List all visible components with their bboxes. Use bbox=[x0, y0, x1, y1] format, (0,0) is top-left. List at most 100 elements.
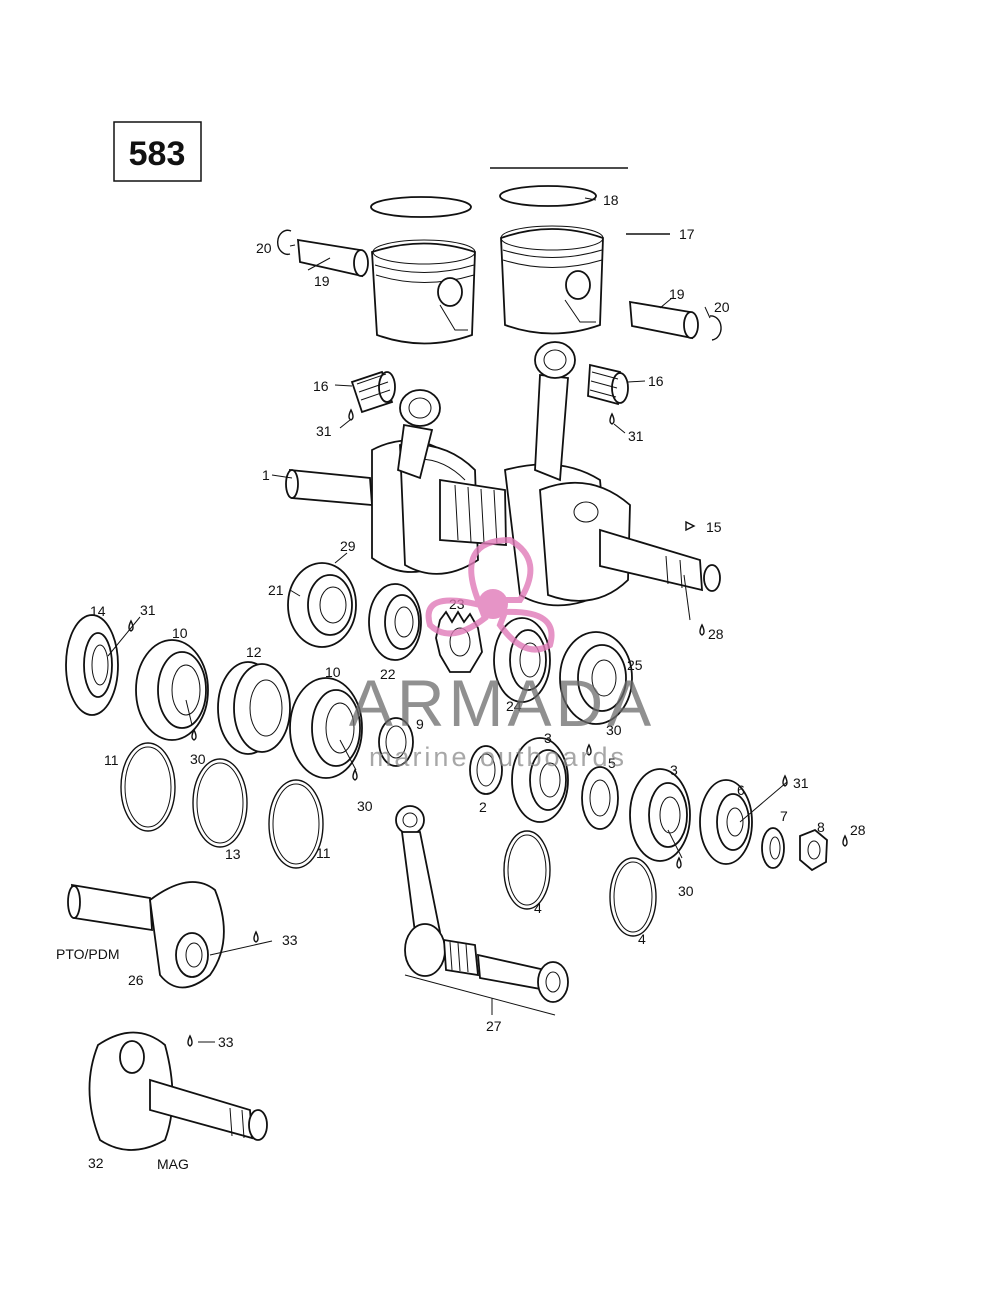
label-30: 30 bbox=[678, 883, 694, 899]
label-33: 33 bbox=[282, 932, 298, 948]
o-ring-11-right bbox=[268, 779, 324, 869]
label-30: 30 bbox=[190, 751, 206, 767]
label-20: 20 bbox=[256, 240, 272, 256]
label-16: 16 bbox=[648, 373, 664, 389]
label-1: 1 bbox=[262, 467, 270, 483]
label-20: 20 bbox=[714, 299, 730, 315]
grease-drop-icon bbox=[609, 412, 615, 425]
watermark-title: ARMADA bbox=[349, 666, 655, 740]
oil-drop-icon bbox=[187, 1034, 193, 1047]
label-2: 2 bbox=[479, 799, 487, 815]
seal-21 bbox=[287, 562, 357, 648]
grease-drop-icon bbox=[676, 856, 682, 869]
label-24: 24 bbox=[506, 698, 522, 714]
label-27: 27 bbox=[486, 1018, 502, 1034]
needle-bearing-right bbox=[587, 363, 629, 406]
watermark-subtitle: marine outboards bbox=[369, 742, 627, 772]
label-17: 17 bbox=[679, 226, 695, 242]
crankshaft-assembly bbox=[285, 439, 721, 607]
label-4: 4 bbox=[638, 931, 646, 947]
label-6: 6 bbox=[737, 782, 745, 798]
label-mag: MAG bbox=[157, 1156, 189, 1172]
page-number: 583 bbox=[129, 135, 186, 173]
nut-8 bbox=[799, 828, 828, 872]
grease-drop-icon bbox=[782, 774, 788, 787]
label-33: 33 bbox=[218, 1034, 234, 1050]
o-ring-13 bbox=[192, 758, 248, 848]
label-30: 30 bbox=[357, 798, 373, 814]
label-pto-pdm: PTO/PDM bbox=[56, 946, 120, 962]
oil-drop-icon bbox=[842, 834, 848, 847]
label-11: 11 bbox=[104, 752, 119, 768]
grease-drop-icon bbox=[586, 743, 592, 756]
label-30: 30 bbox=[606, 722, 622, 738]
label-15: 15 bbox=[706, 519, 722, 535]
watermark: ARMADA marine outboards bbox=[349, 536, 655, 772]
part-labels: 1 2 3 3 4 4 5 6 7 8 9 10 10 11 11 12 13 … bbox=[56, 192, 866, 1172]
bearing-10-right bbox=[289, 677, 363, 779]
grease-drop-icon bbox=[348, 408, 354, 421]
label-4: 4 bbox=[534, 900, 542, 916]
oil-drop-icon bbox=[253, 930, 259, 943]
label-31: 31 bbox=[316, 423, 332, 439]
o-ring-4-left bbox=[503, 830, 551, 910]
grease-drop-icons bbox=[128, 408, 848, 1047]
label-10: 10 bbox=[325, 664, 341, 680]
grease-drop-icon bbox=[128, 619, 134, 632]
label-28: 28 bbox=[708, 626, 724, 642]
label-7: 7 bbox=[780, 808, 788, 824]
label-13: 13 bbox=[225, 846, 241, 862]
piston-left bbox=[277, 196, 476, 345]
bearing-22 bbox=[368, 583, 422, 661]
label-11: 11 bbox=[316, 845, 331, 861]
bearing-12 bbox=[217, 661, 291, 755]
label-12: 12 bbox=[246, 644, 262, 660]
seal-6 bbox=[699, 779, 753, 865]
washer-7 bbox=[761, 827, 785, 869]
label-28: 28 bbox=[850, 822, 866, 838]
grease-drop-icon bbox=[352, 768, 358, 781]
label-26: 26 bbox=[128, 972, 144, 988]
label-19: 19 bbox=[669, 286, 685, 302]
label-25: 25 bbox=[627, 657, 643, 673]
label-31: 31 bbox=[793, 775, 809, 791]
o-ring-4-right bbox=[609, 857, 657, 937]
arrow-icon bbox=[685, 520, 696, 532]
label-16: 16 bbox=[313, 378, 329, 394]
label-3: 3 bbox=[544, 730, 552, 746]
needle-bearing-left bbox=[350, 370, 396, 414]
label-9: 9 bbox=[416, 716, 424, 732]
spacer-5 bbox=[581, 766, 619, 830]
connecting-rod-right bbox=[534, 341, 576, 482]
page-number-box: 583 bbox=[113, 121, 202, 182]
label-8: 8 bbox=[817, 819, 825, 835]
bearing-25 bbox=[559, 631, 633, 725]
connecting-rod-27 bbox=[395, 805, 569, 1016]
label-21: 21 bbox=[268, 582, 284, 598]
label-31: 31 bbox=[628, 428, 644, 444]
label-18: 18 bbox=[603, 192, 619, 208]
crank-half-mag bbox=[88, 1031, 268, 1151]
label-5: 5 bbox=[608, 755, 616, 771]
label-31: 31 bbox=[140, 602, 156, 618]
label-14: 14 bbox=[90, 603, 106, 619]
o-ring-11-left bbox=[120, 742, 176, 832]
grease-drop-icon bbox=[191, 728, 197, 741]
spacer-9 bbox=[378, 717, 414, 767]
label-32: 32 bbox=[88, 1155, 104, 1171]
seal-14 bbox=[65, 614, 119, 716]
watermark-logo-icon bbox=[425, 536, 555, 653]
crank-half-pto bbox=[67, 881, 225, 989]
label-19: 19 bbox=[314, 273, 330, 289]
leader-lines bbox=[107, 197, 788, 1043]
label-29: 29 bbox=[340, 538, 356, 554]
label-10: 10 bbox=[172, 625, 188, 641]
bearing-3-left bbox=[511, 737, 569, 823]
label-22: 22 bbox=[380, 666, 396, 682]
piston-right bbox=[490, 167, 722, 341]
label-3: 3 bbox=[670, 762, 678, 778]
gear-23 bbox=[435, 610, 483, 673]
bearing-3-right bbox=[629, 768, 691, 862]
connecting-rod-left bbox=[397, 389, 441, 480]
